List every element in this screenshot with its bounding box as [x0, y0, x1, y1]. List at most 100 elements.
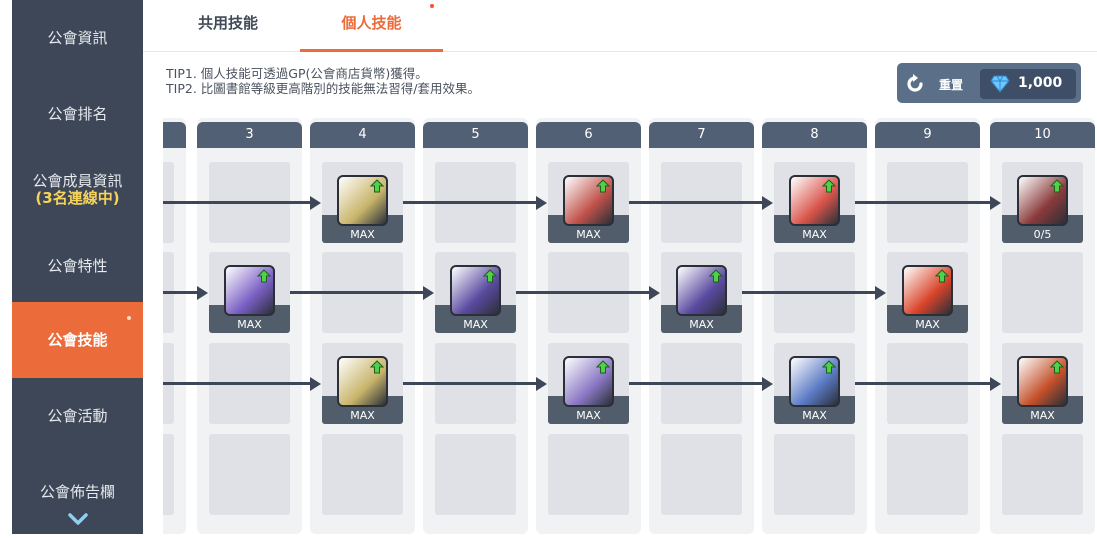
skill-connector-line: [403, 382, 538, 385]
column-header-level: 8: [762, 122, 867, 148]
column-header-level: 9: [875, 122, 980, 148]
empty-skill-slot: [163, 434, 174, 515]
tab-personal-skills[interactable]: 個人技能: [341, 14, 402, 32]
empty-skill-slot: [661, 434, 742, 515]
upgrade-arrow-icon: [370, 179, 384, 193]
skill-level-label: MAX: [350, 228, 375, 241]
skill-slot[interactable]: MAX: [1002, 343, 1083, 424]
column-header-level: 3: [197, 122, 302, 148]
skill-slot[interactable]: MAX: [887, 252, 968, 333]
skill-level-label: MAX: [915, 318, 940, 331]
skill-connector-arrowhead: [762, 376, 773, 391]
skill-level-label: MAX: [689, 318, 714, 331]
skill-slot[interactable]: MAX: [661, 252, 742, 333]
tab-shared-skills[interactable]: 共用技能: [197, 14, 258, 32]
column-header-level: [163, 122, 186, 148]
sidebar-item-member-info[interactable]: 公會成員資訊 (3名連線中): [12, 152, 143, 228]
sidebar-item-label: 公會佈告欄: [39, 482, 115, 501]
upgrade-arrow-icon: [822, 179, 836, 193]
skill-connector-arrowhead: [536, 195, 547, 210]
shield-crystal-skill-icon: [337, 175, 388, 226]
skill-connector-line: [629, 201, 764, 204]
sidebar-item-label: 公會成員資訊: [32, 172, 123, 190]
reset-button[interactable]: 重置: [939, 78, 964, 92]
figure-crystal-skill-icon: [450, 265, 501, 316]
skill-level-label: MAX: [237, 318, 262, 331]
fire-trident-skill-icon: [902, 265, 953, 316]
skill-connector-arrowhead: [762, 195, 773, 210]
sidebar-item-label: 公會活動: [47, 406, 108, 425]
upgrade-arrow-icon: [935, 269, 949, 283]
empty-skill-slot: [774, 434, 855, 515]
column-header-level: 7: [649, 122, 754, 148]
skill-level-label: MAX: [350, 409, 375, 422]
skill-level-label: 0/5: [1033, 228, 1052, 241]
notification-dot: [127, 316, 131, 320]
empty-skill-slot: [887, 434, 968, 515]
skill-connector-arrowhead: [423, 285, 434, 300]
fire-arrow-skill-icon: [1017, 356, 1068, 407]
upgrade-arrow-icon: [257, 269, 271, 283]
skill-slot[interactable]: MAX: [774, 162, 855, 243]
skill-slot[interactable]: MAX: [548, 343, 629, 424]
upgrade-arrow-icon: [822, 360, 836, 374]
sidebar-item-guild-events[interactable]: 公會活動: [12, 378, 143, 454]
skill-slot[interactable]: MAX: [322, 343, 403, 424]
sidebar-item-guild-skills[interactable]: 公會技能: [12, 302, 143, 378]
skill-slot[interactable]: MAX: [435, 252, 516, 333]
sidebar-item-guild-ranking[interactable]: 公會排名: [12, 76, 143, 152]
empty-skill-slot: [1002, 252, 1083, 333]
upgrade-arrow-icon: [1050, 179, 1064, 193]
tip-2: TIP2. 比圖書館等級更高階別的技能無法習得/套用效果。: [166, 81, 480, 96]
shield-sword-skill-icon: [337, 356, 388, 407]
skill-level-label: MAX: [802, 409, 827, 422]
sidebar-item-label: 公會特性: [47, 256, 108, 275]
active-tab-underline: [300, 49, 443, 52]
empty-skill-slot: [209, 434, 290, 515]
column-header-level: 6: [536, 122, 641, 148]
refresh-icon[interactable]: [904, 73, 926, 95]
skill-connector-arrowhead: [990, 376, 1001, 391]
skill-connector-line: [742, 291, 877, 294]
sidebar-item-label: 公會技能: [47, 330, 108, 349]
skill-level-label: MAX: [463, 318, 488, 331]
tips: TIP1. 個人技能可透過GP(公會商店貨幣)獲得。 TIP2. 比圖書館等級更…: [166, 66, 480, 96]
crystal-shield-skill-icon: [563, 356, 614, 407]
skill-connector-line: [163, 382, 312, 385]
chevron-down-icon[interactable]: [68, 512, 88, 526]
sword-skill-icon: [563, 175, 614, 226]
skill-connector-arrowhead: [649, 285, 660, 300]
skill-connector-line: [516, 291, 651, 294]
skill-slot[interactable]: 0/5: [1002, 162, 1083, 243]
skill-connector-line: [290, 291, 425, 294]
sidebar-item-guild-info[interactable]: 公會資訊: [12, 0, 143, 76]
skill-slot[interactable]: MAX: [548, 162, 629, 243]
column-header-level: 10: [990, 122, 1095, 148]
sidebar-item-label: 公會資訊: [47, 28, 108, 47]
sidebar-item-guild-board[interactable]: 公會佈告欄: [12, 454, 143, 530]
notification-dot: [430, 4, 434, 8]
skill-connector-arrowhead: [197, 285, 208, 300]
tip-1: TIP1. 個人技能可透過GP(公會商店貨幣)獲得。: [166, 66, 428, 81]
hero-banner-skill-icon: [789, 175, 840, 226]
skill-connector-line: [163, 291, 199, 294]
skill-slot[interactable]: MAX: [209, 252, 290, 333]
skill-level-label: MAX: [802, 228, 827, 241]
skill-level-label: MAX: [576, 409, 601, 422]
skill-connector-arrowhead: [310, 376, 321, 391]
upgrade-arrow-icon: [596, 360, 610, 374]
online-count: (3名連線中): [35, 189, 120, 207]
skill-slot[interactable]: MAX: [774, 343, 855, 424]
sidebar-item-guild-traits[interactable]: 公會特性: [12, 228, 143, 304]
empty-skill-slot: [435, 434, 516, 515]
skill-slot[interactable]: MAX: [322, 162, 403, 243]
figure-crystal-skill-icon: [676, 265, 727, 316]
